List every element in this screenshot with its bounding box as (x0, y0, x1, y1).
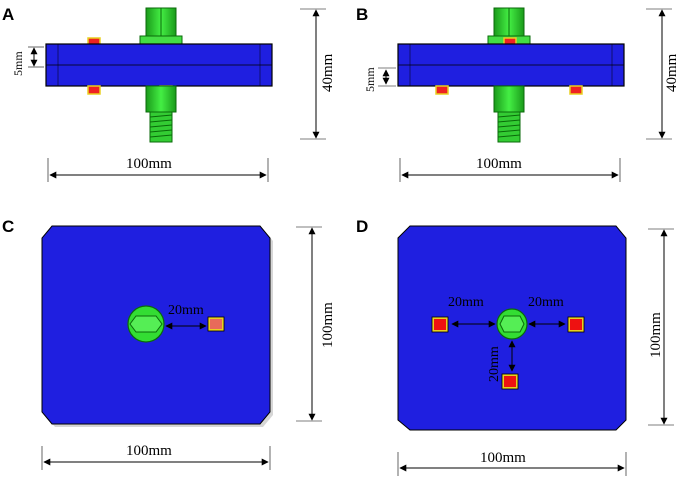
bolt-thread (149, 111, 173, 143)
dim-a-thickness: 5mm (11, 51, 25, 76)
dim-c-spacing: 20mm (168, 303, 204, 318)
panel-a: A 5mm 40mm (2, 5, 336, 182)
dim-b-height: 40mm (664, 53, 678, 92)
bolt-thread (497, 111, 521, 143)
panel-c: C 20mm 100mm 100mm (2, 217, 336, 470)
nut-bottom-right (569, 85, 583, 95)
dim-b-width: 100mm (476, 156, 522, 172)
nut-left (434, 319, 446, 330)
panel-c-label: C (2, 217, 14, 236)
bolt-nut-lower (145, 85, 177, 113)
dim-d-height: 100mm (648, 312, 664, 358)
bolt-head (129, 315, 163, 333)
nut-right (570, 319, 582, 330)
panel-b-label: B (356, 5, 368, 24)
dim-a-width: 100mm (126, 156, 172, 172)
dim-d-width: 100mm (480, 450, 526, 466)
nut-bottom-left (87, 85, 101, 95)
nut-bottom-left (435, 85, 449, 95)
dim-a-height: 40mm (320, 53, 336, 92)
nut-right (210, 319, 222, 329)
bolt-nut-lower (493, 85, 525, 113)
panel-d: D 20mm 20mm 20mm 100mm 100mm (356, 217, 674, 476)
bolt-head (499, 315, 525, 333)
nut-bottom (504, 376, 516, 387)
dim-c-height: 100mm (320, 302, 336, 348)
dim-c-width: 100mm (126, 443, 172, 459)
dim-d-spacing-left: 20mm (448, 295, 484, 310)
panel-b: B 5mm 40mm 100mm (356, 5, 678, 182)
dim-d-spacing-right: 20mm (528, 295, 564, 310)
dim-b-thickness: 5mm (363, 67, 377, 92)
panel-d-label: D (356, 217, 368, 236)
bolt-washer (139, 35, 183, 45)
panel-a-label: A (2, 5, 14, 24)
dim-d-spacing-down: 20mm (487, 346, 502, 382)
